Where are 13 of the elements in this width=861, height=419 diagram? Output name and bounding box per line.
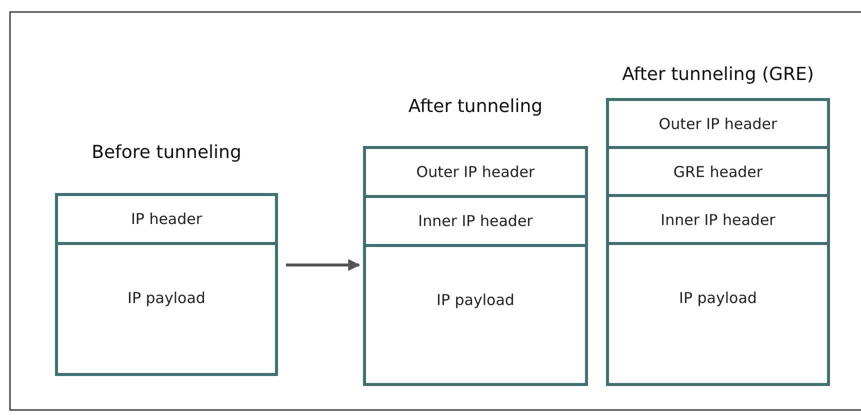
field-label: Outer IP header xyxy=(658,114,778,132)
packet-title: Before tunneling xyxy=(90,141,242,165)
field-label: IP payload xyxy=(436,291,514,309)
field-label: Inner IP header xyxy=(418,212,533,230)
arrow xyxy=(286,259,360,271)
packet-title: After tunneling (GRE) xyxy=(621,63,815,87)
field-label: GRE header xyxy=(673,162,763,180)
field-label: IP payload xyxy=(128,289,206,307)
field-label: Inner IP header xyxy=(660,210,776,228)
field-label: IP payload xyxy=(679,289,757,307)
packet-title: After tunneling xyxy=(407,95,544,119)
field-label: IP header xyxy=(130,210,202,228)
field-label: Outer IP header xyxy=(416,163,535,181)
